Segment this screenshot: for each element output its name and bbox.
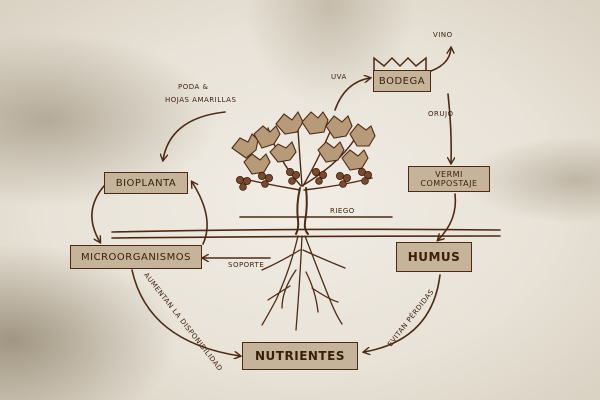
node-bodega-label: BODEGA	[378, 75, 426, 87]
vine-foliage	[231, 110, 376, 175]
node-bodega: BODEGA	[373, 70, 431, 92]
label-riego: RIEGO	[330, 207, 355, 215]
arrow-aumentan	[131, 269, 240, 356]
node-vermicompostaje-label-2: COMPOSTAJE	[420, 179, 478, 188]
label-poda-2: HOJAS AMARILLAS	[165, 96, 237, 104]
arrow-micro-bio	[192, 182, 208, 245]
ground-line-bottom	[111, 235, 501, 239]
grape-clusters	[235, 167, 372, 191]
node-nutrientes: NUTRIENTES	[242, 342, 358, 370]
arrow-poda	[163, 111, 226, 160]
vine-branches	[239, 127, 373, 191]
factory-icon	[373, 56, 427, 73]
arrow-uva	[334, 78, 370, 111]
node-vermicompostaje-label-1: VERMI	[435, 170, 463, 179]
node-bioplanta-label: BIOPLANTA	[115, 177, 177, 189]
node-microorganismos-label: MICROORGANISMOS	[81, 251, 191, 263]
node-microorganismos: MICROORGANISMOS	[70, 245, 202, 269]
node-nutrientes-label: NUTRIENTES	[255, 349, 345, 363]
label-vino: VINO	[433, 31, 453, 39]
arrow-bio-micro	[91, 185, 105, 242]
node-bioplanta: BIOPLANTA	[104, 172, 188, 194]
label-poda-1: PODA &	[178, 83, 209, 91]
node-humus-label: HUMUS	[407, 250, 461, 264]
label-soporte: SOPORTE	[228, 261, 265, 269]
arrow-orujo	[448, 93, 451, 163]
vine-trunk	[295, 187, 309, 235]
label-uva: UVA	[331, 73, 347, 81]
node-vermicompostaje: VERMI COMPOSTAJE	[408, 166, 490, 192]
node-humus: HUMUS	[396, 242, 472, 272]
label-orujo: ORUJO	[428, 110, 454, 118]
vine-roots	[261, 235, 346, 331]
arrow-vermi-humus	[438, 193, 457, 240]
arrow-evitan	[364, 274, 441, 352]
